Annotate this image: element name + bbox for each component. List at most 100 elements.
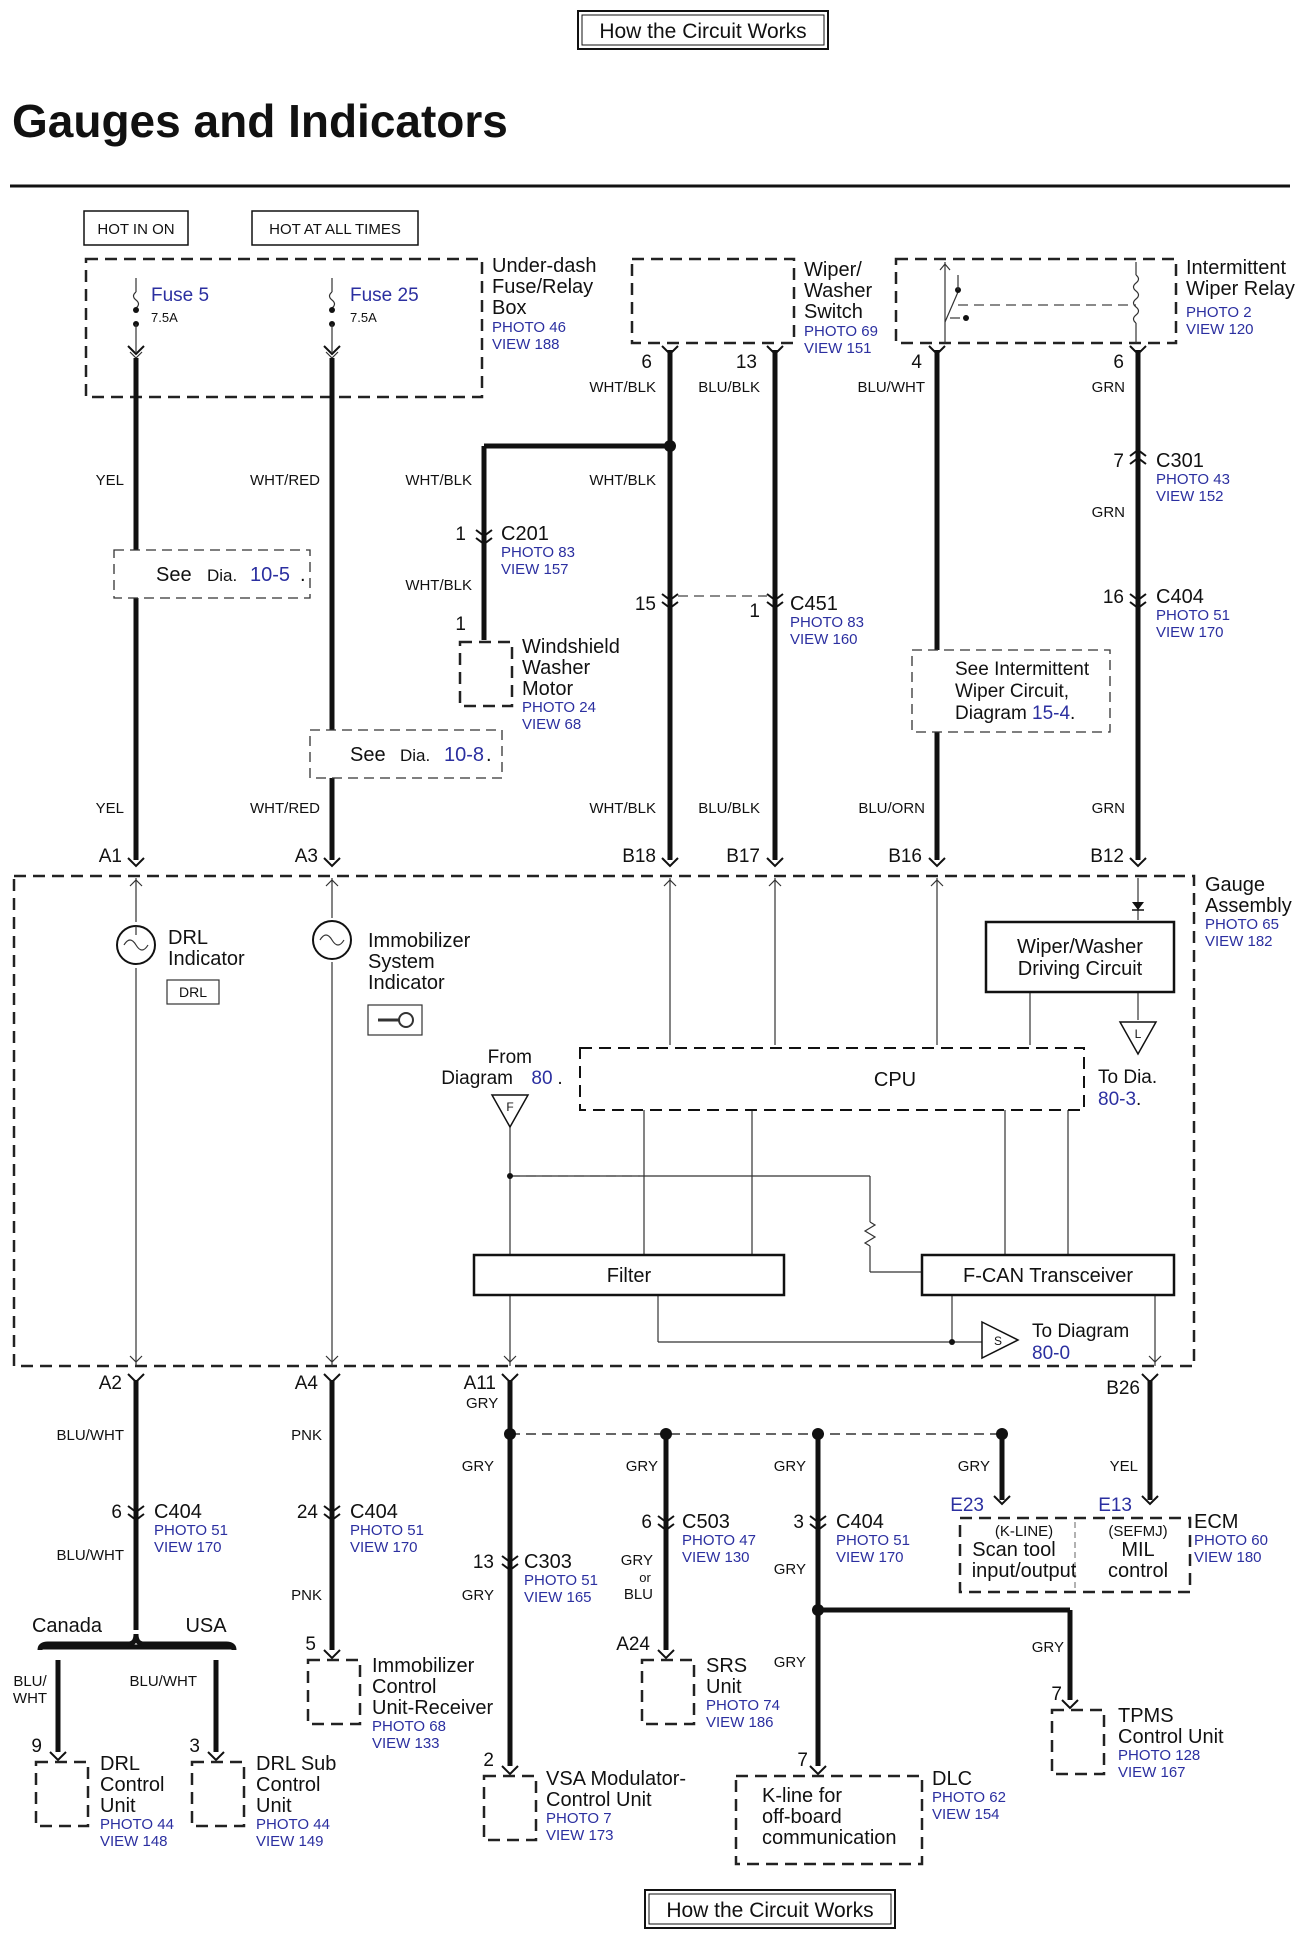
wire-grn-2: GRN [1092, 800, 1125, 817]
immob-unit-name-2: Control [372, 1676, 436, 1698]
wiper-relay-pin-6: 6 [1113, 352, 1124, 373]
see-intermittent-wiper[interactable]: See Intermittent Wiper Circuit, Diagram … [911, 649, 1111, 733]
srs-name-1: SRS [706, 1655, 747, 1677]
c201-pin: 1 [455, 524, 466, 545]
immob-unit-name-3: Unit-Receiver [372, 1697, 493, 1719]
gauge-pin-a2: A2 [99, 1373, 122, 1394]
dlc-box [734, 1774, 924, 1866]
how-circuit-works-bottom-button[interactable]: How the Circuit Works [644, 1889, 896, 1929]
wire-gry-7: GRY [774, 1654, 806, 1671]
washer-motor-view: VIEW 68 [522, 716, 581, 733]
how-circuit-works-top-button[interactable]: How the Circuit Works [577, 10, 829, 50]
tpms-name-2: Control Unit [1118, 1726, 1224, 1748]
vsa-view: VIEW 173 [546, 1827, 614, 1844]
gauge-name-2: Assembly [1205, 895, 1292, 917]
nav-bottom-label: How the Circuit Works [666, 1899, 873, 1922]
wire-pnk-2: PNK [291, 1587, 322, 1604]
c404-c-view: VIEW 170 [836, 1549, 904, 1566]
see-dia-10-5[interactable]: See Dia. 10-5 . [113, 549, 311, 599]
flag-s-icon [981, 1320, 1020, 1360]
wire-bluwht-top: BLU/WHT [858, 379, 926, 396]
hot-in-on-box [83, 210, 189, 246]
fuse-box-photo: PHOTO 46 [492, 319, 566, 336]
c201-view: VIEW 157 [501, 561, 569, 578]
flag-l-icon [1118, 1021, 1158, 1056]
gauge-pin-b16: B16 [888, 846, 922, 867]
wire-gry-or-blu-1: GRY [621, 1552, 653, 1569]
wire-grn-mid: GRN [1092, 504, 1125, 521]
drl-sub-unit-box [190, 1760, 246, 1828]
gauge-pin-b18: B18 [622, 846, 656, 867]
c404-b-name: C404 [350, 1501, 398, 1523]
drl-badge-text: DRL [179, 984, 207, 1000]
c303-name: C303 [524, 1551, 572, 1573]
immobilizer-unit-box [306, 1658, 362, 1726]
c404-top-photo: PHOTO 51 [1156, 607, 1230, 624]
vsa-photo: PHOTO 7 [546, 1810, 612, 1827]
gauge-pin-b26: B26 [1106, 1378, 1140, 1399]
c503-view: VIEW 130 [682, 1549, 750, 1566]
ecm-pin-e13: E13 [1098, 1495, 1132, 1516]
ecm-photo: PHOTO 60 [1194, 1532, 1268, 1549]
svg-text:Wiper Circuit,: Wiper Circuit, [955, 681, 1069, 702]
fuse-25-label: Fuse 25 [350, 285, 419, 306]
wiper-switch-view: VIEW 151 [804, 340, 872, 357]
wire-yel-1: YEL [96, 472, 124, 489]
dlc-inner-1: K-line for [762, 1785, 842, 1807]
immob-unit-pin: 5 [305, 1634, 316, 1655]
dlc-pin: 7 [797, 1750, 808, 1771]
gauge-pin-b12: B12 [1090, 846, 1124, 867]
wire-bluwht-usa: BLU/WHT [130, 1673, 198, 1690]
wire-gry-4: GRY [774, 1458, 806, 1475]
see-dia-10-8[interactable]: See Dia. 10-8 . [309, 729, 503, 779]
wire-whtred-1: WHT/RED [250, 472, 320, 489]
fuse-box-name-3: Box [492, 297, 526, 319]
c404-c-pin: 3 [793, 1512, 804, 1533]
c503-pin: 6 [641, 1512, 652, 1533]
wiper-driving-label-1: Wiper/Washer [1017, 936, 1143, 958]
fuse-5-label: Fuse 5 [151, 285, 209, 306]
hot-at-all-times-label: HOT AT ALL TIMES [269, 221, 401, 238]
immob-indicator-label-3: Indicator [368, 972, 445, 994]
c503-photo: PHOTO 47 [682, 1532, 756, 1549]
svg-text:See: See [350, 744, 386, 766]
page-title: Gauges and Indicators [12, 95, 508, 147]
gauge-view: VIEW 182 [1205, 933, 1273, 950]
washer-motor-photo: PHOTO 24 [522, 699, 596, 716]
drl-indicator-label-2: Indicator [168, 948, 245, 970]
filter-box [472, 1253, 786, 1297]
c303-pin: 13 [473, 1552, 494, 1573]
srs-photo: PHOTO 74 [706, 1697, 780, 1714]
gauge-pin-a11: A11 [464, 1373, 496, 1394]
c404-top-view: VIEW 170 [1156, 624, 1224, 641]
from-diagram-dot: . [557, 1068, 562, 1089]
cpu-label: CPU [874, 1069, 916, 1091]
drl-sub-name-3: Unit [256, 1795, 292, 1817]
drl-control-name-3: Unit [100, 1795, 136, 1817]
ecm-box [958, 1516, 1192, 1594]
hot-in-on-label: HOT IN ON [97, 221, 174, 238]
dlc-photo: PHOTO 62 [932, 1789, 1006, 1806]
c301-pin: 7 [1113, 451, 1124, 472]
canada-label: Canada [32, 1615, 103, 1637]
wire-whtblk-motor: WHT/BLK [405, 577, 472, 594]
from-diagram-label-2: Diagram [441, 1068, 513, 1089]
ecm-scan-2: input/output [972, 1560, 1077, 1582]
washer-motor-name-1: Windshield [522, 636, 620, 658]
wire-pnk-1: PNK [291, 1427, 322, 1444]
washer-motor-box [458, 640, 514, 708]
c451-photo: PHOTO 83 [790, 614, 864, 631]
drl-sub-view: VIEW 149 [256, 1833, 324, 1850]
c451-view: VIEW 160 [790, 631, 858, 648]
upper-connector-marks [127, 345, 1147, 868]
ecm-mil-2: control [1108, 1560, 1168, 1582]
immob-unit-view: VIEW 133 [372, 1735, 440, 1752]
tpms-unit-box [1050, 1708, 1106, 1776]
dlc-name: DLC [932, 1768, 972, 1790]
gauge-name-1: Gauge [1205, 874, 1265, 896]
wire-bluwht-lower-2: BLU/WHT [57, 1547, 125, 1564]
wire-gry-8: GRY [1032, 1639, 1064, 1656]
wire-gry-or-blu-2: or [639, 1570, 651, 1585]
drl-sub-name-2: Control [256, 1774, 320, 1796]
